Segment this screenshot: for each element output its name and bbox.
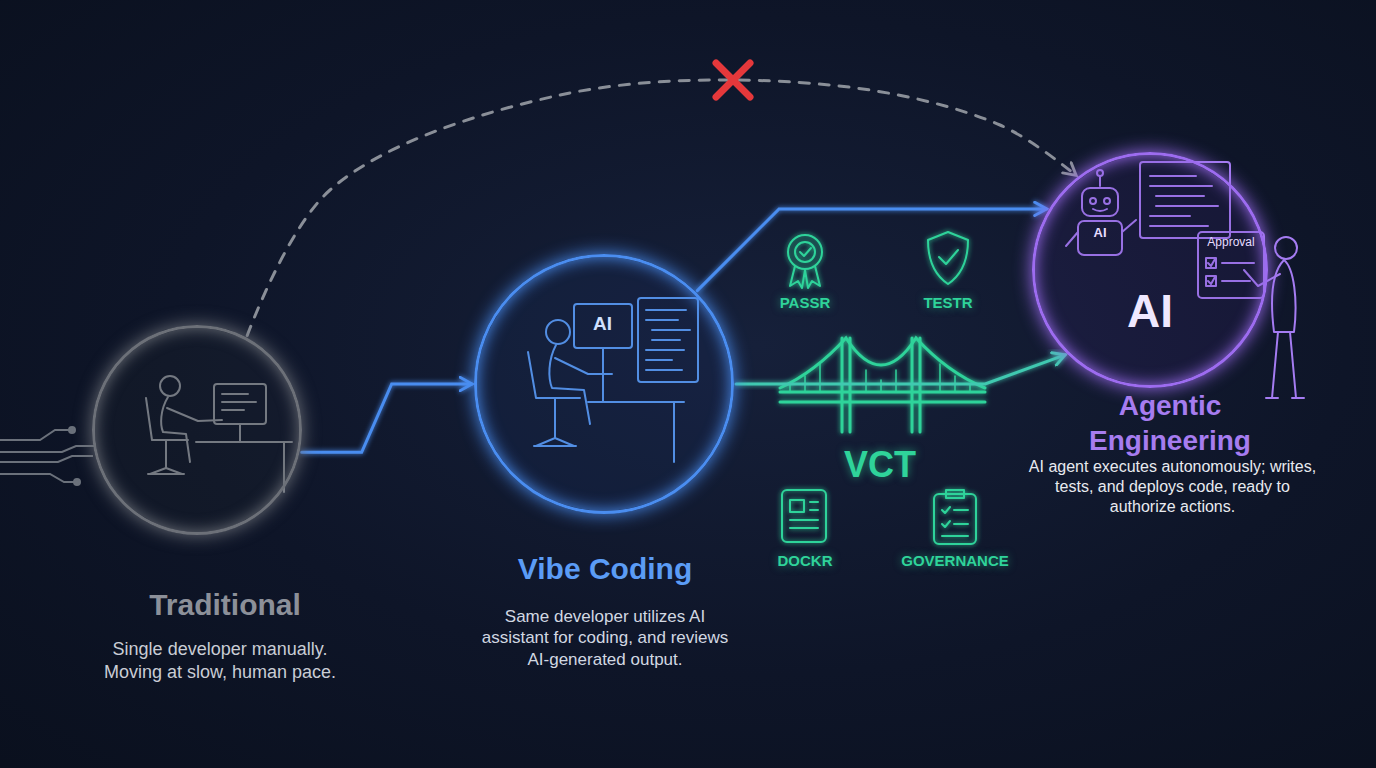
- flow-connector: [736, 355, 1065, 384]
- stage-circle: [92, 325, 302, 535]
- node-text: AI agent executes autonomously; writes, …: [1025, 457, 1320, 517]
- node-text: Agentic Engineering: [1050, 388, 1290, 458]
- node-text: Traditional: [60, 586, 390, 624]
- stage-node: TraditionalSingle developer manually. Mo…: [60, 300, 390, 689]
- icon-label: TESTR: [923, 294, 972, 311]
- node-text: Single developer manually. Moving at slo…: [85, 638, 355, 683]
- node-text: Same developer utilizes AI assistant for…: [475, 606, 735, 670]
- node-text: Vibe Coding: [440, 550, 770, 588]
- stage-circle: [1032, 152, 1268, 388]
- node-text: AI: [1105, 283, 1195, 341]
- node-text: AI: [575, 312, 630, 336]
- node-text: AI: [1080, 225, 1120, 241]
- icon-label: GOVERNANCE: [901, 552, 1009, 569]
- icon-label: VCT: [844, 444, 916, 486]
- flow-connector: [697, 209, 1046, 291]
- stage-node: AIApprovalAIAgentic EngineeringAI agent …: [1000, 145, 1370, 523]
- blocked-cross: [716, 63, 750, 97]
- stage-circle: [474, 254, 734, 514]
- vct-icons: [782, 232, 976, 544]
- circuit-traces: [0, 427, 94, 485]
- node-text: Approval: [1199, 235, 1263, 250]
- flow-connector: [302, 384, 472, 452]
- stage-node: AI Vibe CodingSame developer utilizes AI …: [440, 250, 770, 676]
- icon-label: DOCKR: [778, 552, 833, 569]
- icon-label: PASSR: [780, 294, 831, 311]
